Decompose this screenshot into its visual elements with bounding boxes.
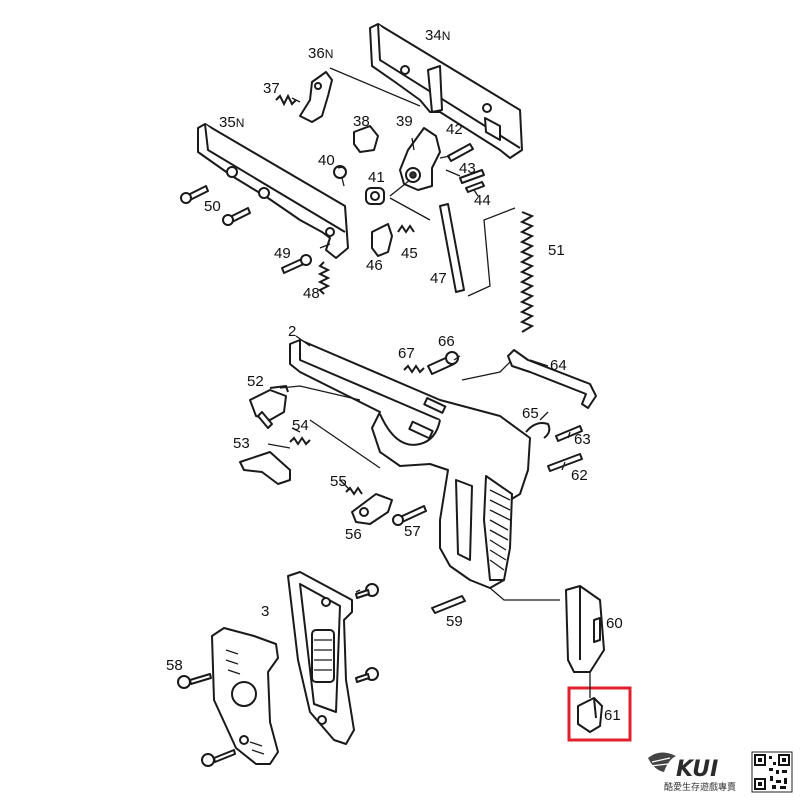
part-50-screws: [180, 185, 251, 226]
part-39-hammer: [399, 127, 441, 191]
part-58-left-grip: [211, 627, 279, 765]
part-42-pin: [447, 143, 474, 162]
part-46-sear: [371, 223, 393, 257]
part-35n-rail: [197, 123, 349, 259]
label-58: 58: [166, 657, 183, 674]
label-40: 40: [318, 152, 335, 169]
label-34n: 34N: [425, 27, 450, 44]
part-47-bar: [439, 203, 465, 293]
part-3-grip-panel: [287, 571, 355, 745]
part-43-pin: [459, 169, 485, 184]
part-58-screws: [177, 673, 236, 767]
label-61: 61: [604, 707, 621, 724]
label-35n: 35N: [219, 114, 244, 131]
label-67: 67: [398, 345, 415, 362]
part-60-magazine: [565, 585, 605, 673]
part-labels: 34N 36N 37 35N 38 39 42 40 43 41 44 50 4…: [166, 27, 623, 724]
part-61-floorplate: [577, 697, 603, 733]
part-3-screws: [355, 583, 379, 683]
label-48: 48: [303, 285, 320, 302]
brand-watermark: KUI 酷愛生存遊戲專賣: [648, 751, 793, 793]
label-51: 51: [548, 242, 565, 259]
upper-leader-lines: [291, 67, 516, 297]
label-36n: 36N: [308, 45, 333, 62]
label-57: 57: [404, 523, 421, 540]
part-37-spring: [275, 93, 297, 107]
part-64-lever-spring: [507, 349, 597, 409]
label-54: 54: [292, 417, 309, 434]
label-65: 65: [522, 405, 539, 422]
part-2-frame: [289, 339, 531, 589]
part-49-screw: [281, 254, 312, 274]
part-67-spring: [403, 364, 425, 374]
label-37: 37: [263, 80, 280, 97]
label-38: 38: [353, 113, 370, 130]
highlight-box-part-61: [567, 686, 632, 742]
part-57-screw: [392, 505, 427, 526]
part-56-latch: [351, 493, 393, 525]
label-41: 41: [368, 169, 385, 186]
label-49: 49: [274, 245, 291, 262]
brand-logo-text: KUI: [676, 757, 718, 782]
label-44: 44: [474, 192, 491, 209]
qr-code-icon: [751, 751, 793, 793]
label-39: 39: [396, 113, 413, 130]
part-38-block: [353, 125, 379, 153]
part-54-spring: [289, 436, 311, 446]
label-66: 66: [438, 333, 455, 350]
label-50: 50: [204, 198, 221, 215]
lower-leader-lines: [267, 335, 591, 698]
label-45: 45: [401, 245, 418, 262]
part-51-spring: [519, 211, 535, 333]
part-66-plunger: [427, 351, 459, 375]
label-2: 2: [288, 323, 296, 340]
part-48-spring: [317, 261, 331, 295]
label-63: 63: [574, 431, 591, 448]
label-56: 56: [345, 526, 362, 543]
brand-tagline: 酷愛生存遊戲專賣: [664, 781, 736, 793]
label-3: 3: [261, 603, 269, 620]
label-64: 64: [550, 357, 567, 374]
label-60: 60: [606, 615, 623, 632]
label-42: 42: [446, 121, 463, 138]
part-41-bushing: [365, 187, 385, 205]
label-55: 55: [330, 473, 347, 490]
label-43: 43: [459, 160, 476, 177]
part-34n-rail: [369, 23, 523, 159]
part-36n-lever: [299, 71, 333, 123]
label-62: 62: [571, 467, 588, 484]
label-59: 59: [446, 613, 463, 630]
part-53-slide-stop: [239, 451, 291, 485]
kui-logo-icon: [648, 752, 676, 772]
label-47: 47: [430, 270, 447, 287]
label-52: 52: [247, 373, 264, 390]
label-46: 46: [366, 257, 383, 274]
part-45-spring: [397, 224, 415, 234]
part-44-pin: [465, 181, 485, 193]
part-52-takedown-lever: [249, 385, 289, 429]
part-40-spring: [333, 165, 348, 179]
part-59-pin: [431, 595, 466, 614]
label-53: 53: [233, 435, 250, 452]
part-65-clip: [525, 422, 551, 439]
